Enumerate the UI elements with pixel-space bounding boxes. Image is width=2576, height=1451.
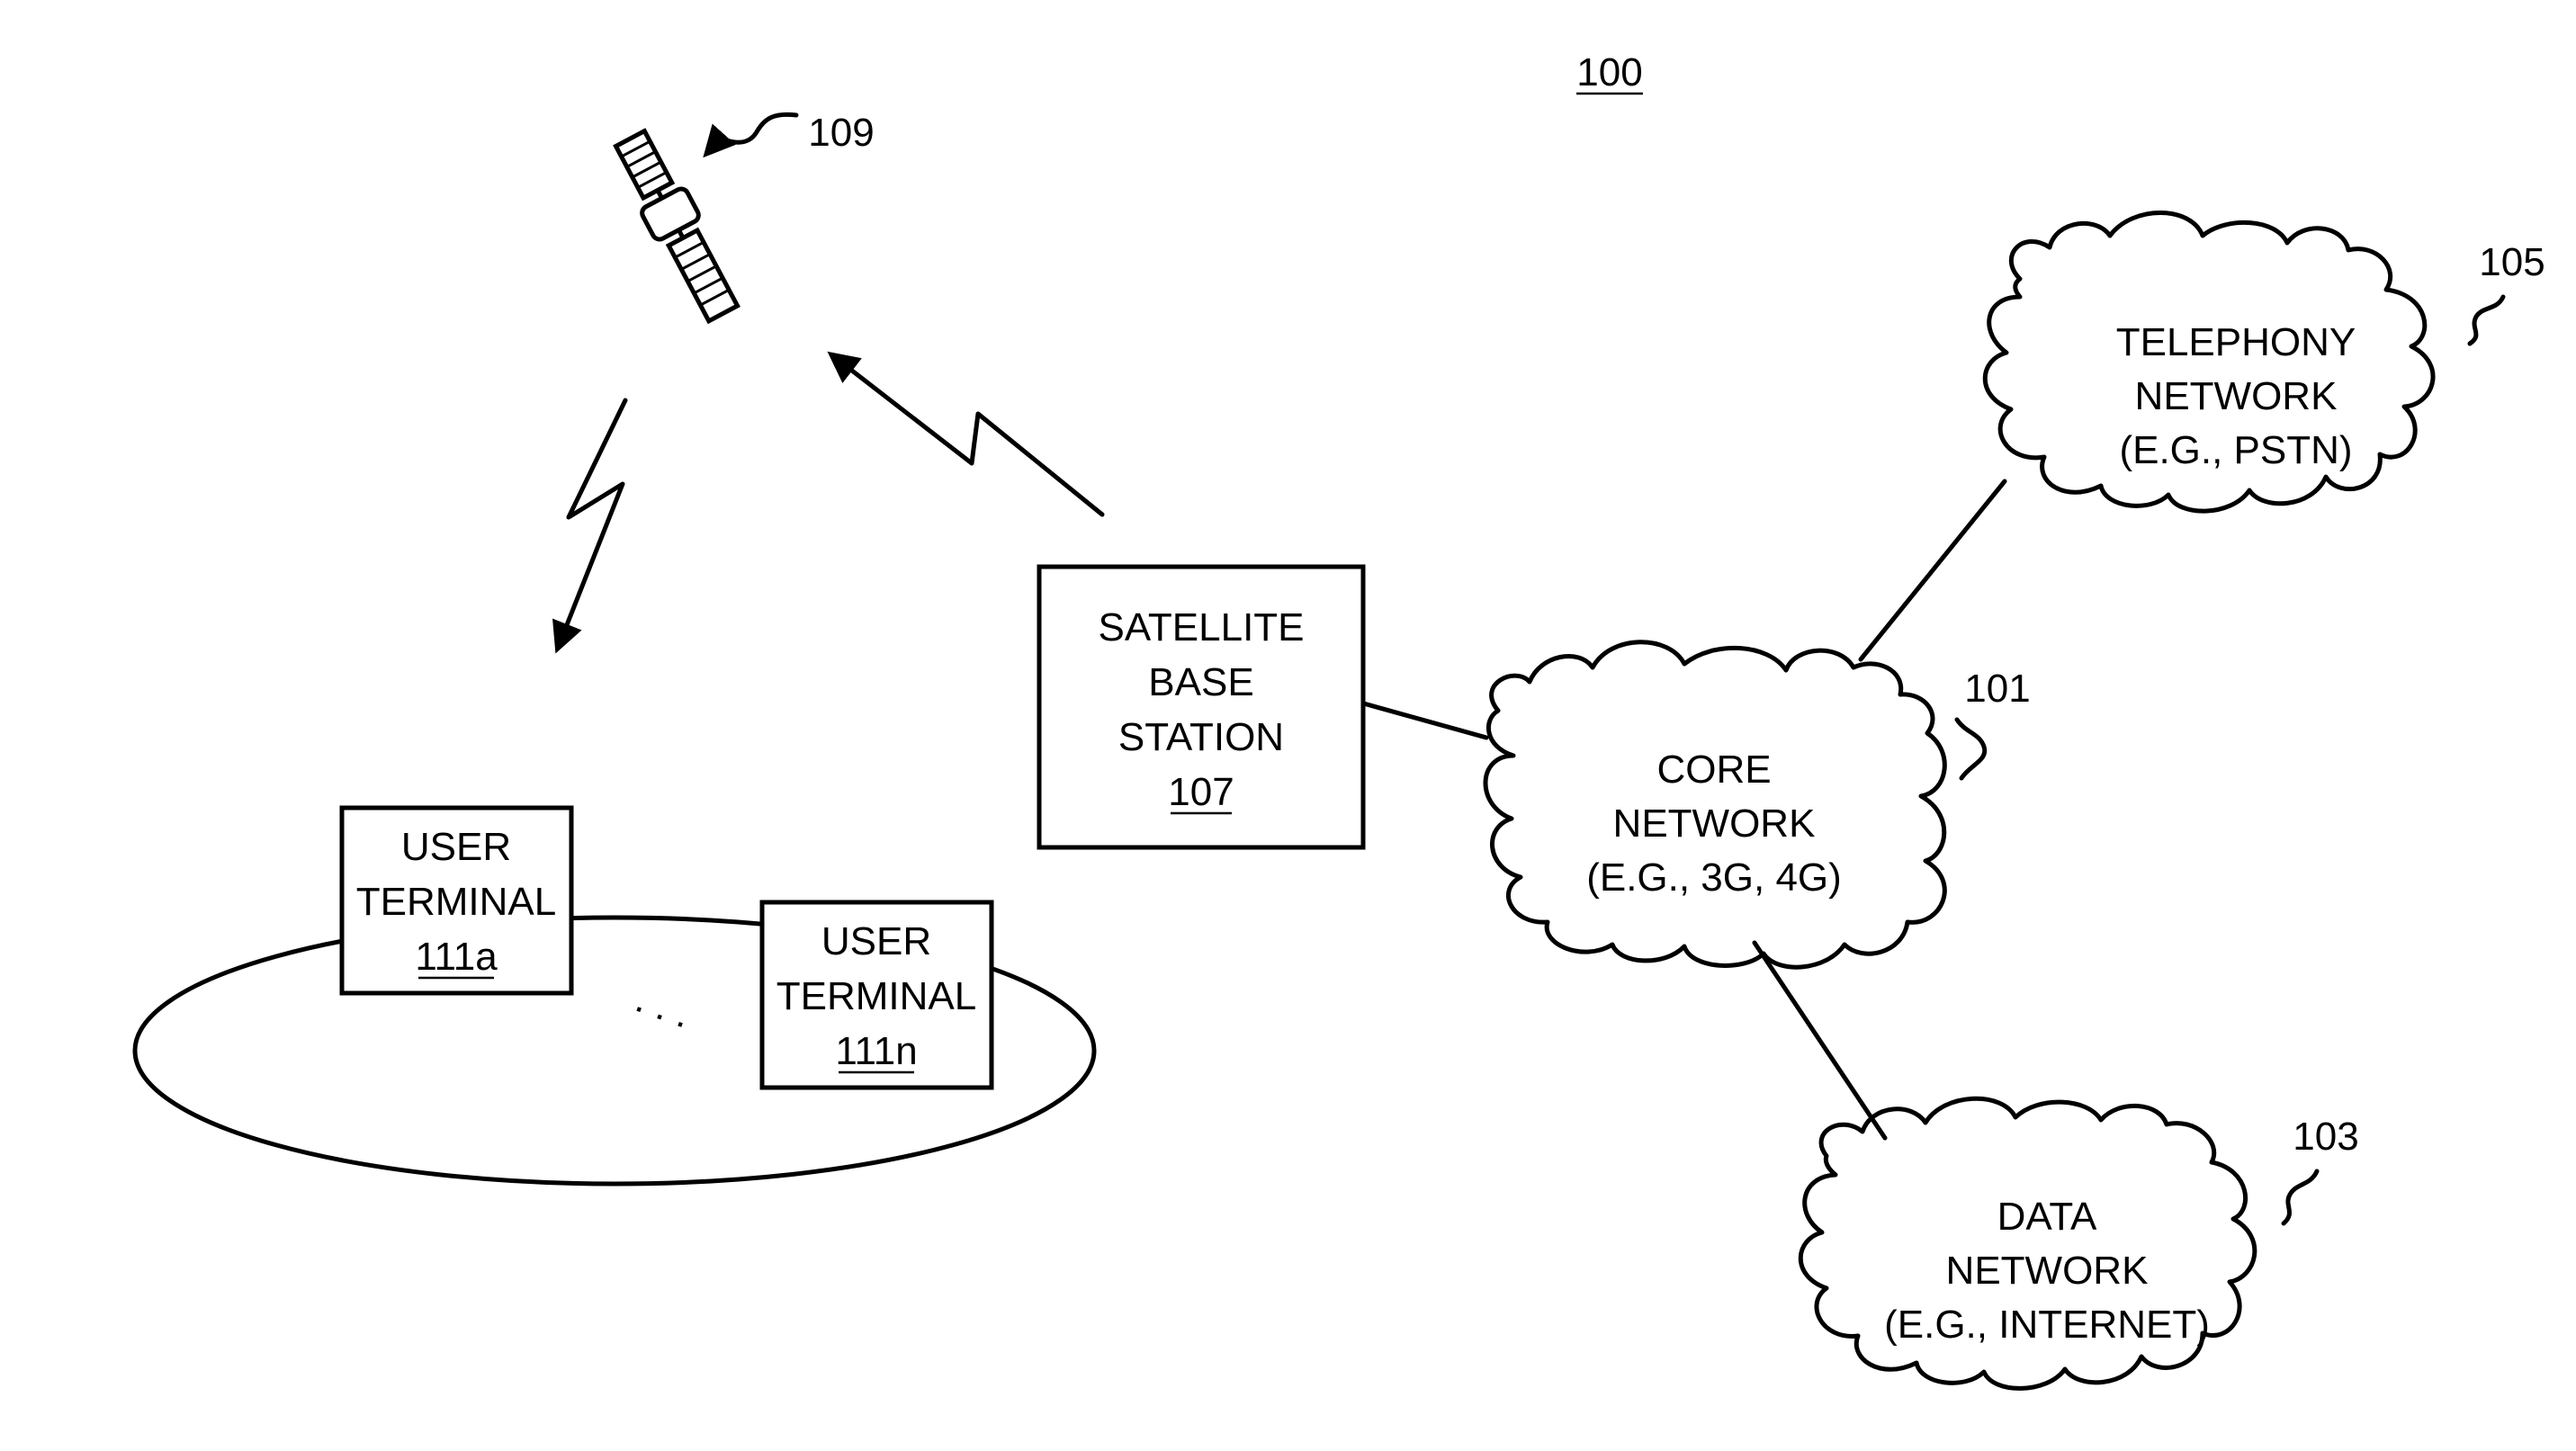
uplink-signal-arrow [832,355,1102,515]
user-terminal-n-line-1: USER [821,919,931,963]
user-terminal-a-line-2: TERMINAL [356,880,556,924]
data-network-line-3: (E.G., INTERNET) [1884,1303,2210,1347]
data-network-cloud: DATA NETWORK (E.G., INTERNET) 103 [1800,1098,2358,1388]
core-network-line-3: (E.G., 3G, 4G) [1586,855,1842,900]
telephony-network-cloud: TELEPHONY NETWORK (E.G., PSTN) 105 [1985,213,2545,512]
satellite-ref: 109 [808,111,874,155]
data-network-line-1: DATA [1997,1195,2097,1239]
figure-label: 100 [1576,50,1643,94]
base-station-line-1: SATELLITE [1098,605,1304,649]
figure-number: 100 [1576,50,1642,94]
telephony-network-ref-leader [2470,297,2503,344]
core-network-line-2: NETWORK [1613,802,1816,846]
satellite-base-station: SATELLITE BASE STATION 107 [1039,567,1363,847]
link-core-data [1755,943,1885,1138]
core-network-line-1: CORE [1656,748,1771,792]
data-network-ref-leader [2284,1171,2317,1223]
base-station-line-2: BASE [1148,660,1253,704]
link-base-station-core [1360,703,1486,738]
core-network-ref: 101 [1964,667,2030,711]
user-terminal-a: USER TERMINAL 111a [342,808,571,993]
satellite-ref-leader: 109 [707,111,875,155]
telephony-network-line-1: TELEPHONY [2116,320,2356,364]
core-network-cloud: CORE NETWORK (E.G., 3G, 4G) 101 [1485,642,2031,967]
base-station-ref: 107 [1168,770,1234,814]
base-station-line-3: STATION [1118,715,1284,759]
link-core-telephony [1861,481,2005,659]
terminals-ellipsis: . . . [630,977,696,1037]
telephony-network-ref: 105 [2479,240,2545,284]
user-terminal-n-line-2: TERMINAL [776,974,976,1018]
user-terminal-n: USER TERMINAL 111n [762,902,992,1088]
data-network-ref: 103 [2293,1115,2358,1159]
telephony-network-line-3: (E.G., PSTN) [2119,428,2352,472]
user-terminal-a-line-1: USER [401,825,511,869]
user-terminal-a-ref: 111a [415,935,498,979]
data-network-line-2: NETWORK [1946,1249,2149,1293]
satellite [608,127,746,326]
user-terminal-n-ref: 111n [835,1029,917,1073]
downlink-signal-arrow [558,400,625,648]
telephony-network-line-2: NETWORK [2135,374,2338,418]
core-network-ref-leader [1957,720,1985,778]
solar-panel-upper [616,131,672,198]
